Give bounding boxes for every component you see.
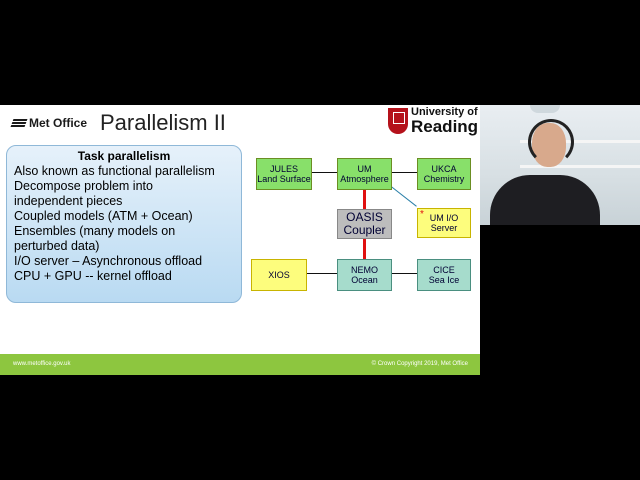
arrow-um-oasis xyxy=(363,189,366,209)
university-logo: University of Reading xyxy=(388,107,478,135)
footer-url: www.metoffice.gov.uk xyxy=(13,361,71,367)
university-line2: Reading xyxy=(411,117,479,136)
slide-title: Parallelism II xyxy=(100,110,226,135)
um-io-label: UM I/O xyxy=(429,213,459,223)
um-sublabel: Atmosphere xyxy=(340,174,389,184)
cice-sublabel: Sea Ice xyxy=(428,275,460,285)
jules-label: JULES xyxy=(269,164,298,174)
university-line1: University of xyxy=(411,106,478,118)
arrow-jules-um xyxy=(312,172,337,173)
task-box-heading: Task parallelism xyxy=(77,149,171,163)
university-crest-icon xyxy=(388,108,408,134)
ukca-label: UKCA xyxy=(431,164,457,174)
task-parallelism-box: Task parallelism Also known as functiona… xyxy=(6,145,242,303)
task-box-line: Ensembles (many models on xyxy=(14,224,176,238)
task-box-line: I/O server – Asynchronous offload xyxy=(14,254,203,268)
arrow-nemo-cice xyxy=(392,273,417,274)
shelf xyxy=(520,165,640,168)
met-office-mark-icon xyxy=(10,119,28,127)
jules-sublabel: Land Surface xyxy=(257,174,311,184)
nemo-label: NEMO xyxy=(351,265,378,275)
task-box-line: CPU + GPU -- kernel offload xyxy=(14,269,172,283)
arrow-oasis-nemo xyxy=(363,239,366,259)
task-box-line: Coupled models (ATM + Ocean) xyxy=(14,209,193,223)
ukca-sublabel: Chemistry xyxy=(423,174,465,184)
arrow-um-io xyxy=(389,185,417,207)
task-box-line: perturbed data) xyxy=(14,239,100,253)
star-marker: * xyxy=(420,209,424,220)
headset-icon xyxy=(528,119,574,165)
cice-label: CICE xyxy=(433,265,455,275)
xios-label: XIOS xyxy=(268,270,290,280)
ceiling-lamp xyxy=(530,105,560,113)
presenter-body xyxy=(490,175,600,225)
xios-node: XIOS xyxy=(251,259,307,291)
met-office-logo: Met Office xyxy=(10,116,88,130)
presentation-slide: Met Office Parallelism II University of … xyxy=(0,105,480,375)
um-label: UM xyxy=(357,164,372,174)
task-box-line: independent pieces xyxy=(14,194,123,208)
slide-footer: www.metoffice.gov.uk © Crown Copyright 2… xyxy=(0,354,480,375)
met-office-brand: Met Office xyxy=(29,116,88,130)
um-io-sublabel: Server xyxy=(430,223,458,233)
oasis-sublabel: Coupler xyxy=(343,223,386,237)
arrow-um-ukca xyxy=(392,172,417,173)
task-box-line: Also known as functional parallelism xyxy=(14,164,215,178)
oasis-label: OASIS xyxy=(346,210,383,224)
webcam-feed xyxy=(480,105,640,225)
arrow-nemo-xios xyxy=(307,273,337,274)
footer-copyright: © Crown Copyright 2019, Met Office xyxy=(371,361,468,367)
task-box-line: Decompose problem into xyxy=(14,179,153,193)
shelf xyxy=(520,140,640,143)
nemo-sublabel: Ocean xyxy=(351,275,378,285)
